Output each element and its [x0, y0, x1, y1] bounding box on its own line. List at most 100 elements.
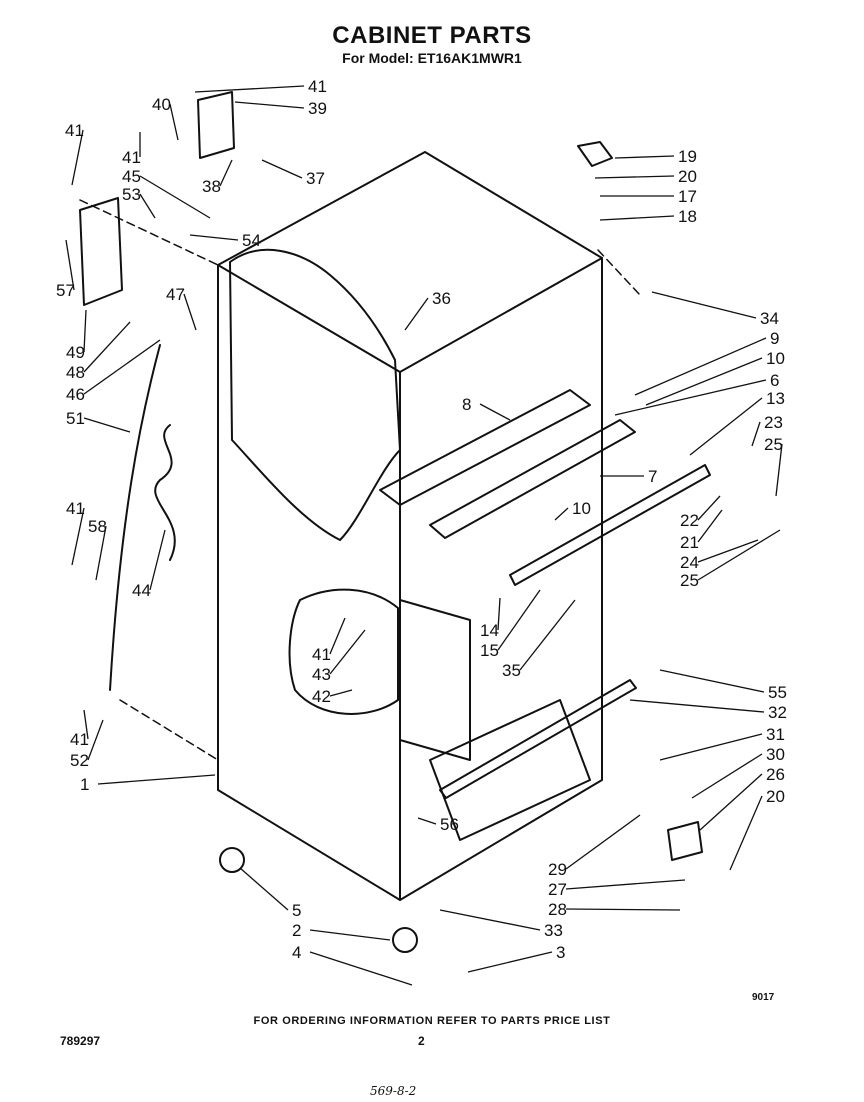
handwritten-note: 569-8-2: [370, 1084, 417, 1098]
leader-line: [697, 539, 759, 563]
leader-line: [565, 814, 641, 870]
leader-line: [614, 379, 767, 416]
part-callout-46: 46: [66, 385, 85, 404]
floor-frame: [429, 699, 591, 841]
leader-line: [699, 773, 763, 831]
control-box: [79, 197, 123, 306]
leader-line: [729, 795, 763, 871]
leader-line: [751, 421, 761, 447]
part-callout-5: 5: [292, 901, 301, 920]
part-callout-31: 31: [766, 725, 785, 744]
leader-line: [65, 239, 75, 291]
roller-5: [219, 847, 245, 873]
guide-line-c: [119, 699, 219, 761]
leader-line: [71, 129, 84, 186]
leader-line: [234, 101, 305, 109]
part-callout-35: 35: [502, 661, 521, 680]
part-callout-32: 32: [768, 703, 787, 722]
inner-panel: [399, 599, 471, 761]
part-callout-1: 1: [80, 775, 89, 794]
part-callout-57: 57: [56, 281, 75, 300]
part-callout-51: 51: [66, 409, 85, 428]
part-callout-58: 58: [88, 517, 107, 536]
part-callout-47: 47: [166, 285, 185, 304]
leader-line: [309, 951, 413, 986]
leader-line: [467, 951, 553, 973]
leader-line: [697, 509, 723, 543]
leader-line: [83, 309, 87, 353]
leader-line: [659, 669, 765, 693]
leader-line: [83, 417, 131, 433]
leader-line: [87, 719, 104, 761]
part-callout-3: 3: [556, 943, 565, 962]
page-number: 2: [418, 1034, 425, 1048]
part-callout-26: 26: [766, 765, 785, 784]
leader-line: [565, 879, 686, 890]
leader-line: [95, 525, 107, 581]
part-callout-53: 53: [122, 185, 141, 204]
part-callout-13: 13: [766, 389, 785, 408]
leader-line: [83, 339, 161, 395]
leader-line: [554, 507, 569, 521]
part-callout-52: 52: [70, 751, 89, 770]
leader-line: [439, 909, 541, 931]
part-callout-9: 9: [770, 329, 779, 348]
part-callout-34: 34: [760, 309, 779, 328]
part-callout-22: 22: [680, 511, 699, 530]
part-callout-24: 24: [680, 553, 699, 572]
part-callout-2: 2: [292, 921, 301, 940]
leader-line: [519, 599, 576, 671]
page-title: CABINET PARTS: [332, 22, 532, 49]
shelf-rail-front: [509, 464, 711, 586]
leader-line: [261, 159, 303, 179]
part-callout-41: 41: [65, 121, 84, 140]
leader-line: [97, 774, 216, 785]
power-cord: [154, 424, 176, 561]
part-callout-18: 18: [678, 207, 697, 226]
part-callout-27: 27: [548, 880, 567, 899]
guide-line-b: [597, 249, 641, 296]
leader-line: [697, 495, 721, 521]
part-callout-10: 10: [572, 499, 591, 518]
leader-line: [329, 629, 366, 675]
part-callout-41: 41: [66, 499, 85, 518]
leader-line: [634, 337, 767, 396]
ordering-note: FOR ORDERING INFORMATION REFER TO PARTS …: [253, 1015, 611, 1027]
part-callout-39: 39: [308, 99, 327, 118]
leader-line: [329, 689, 353, 697]
part-callout-42: 42: [312, 687, 331, 706]
part-callout-43: 43: [312, 665, 331, 684]
figure-code: 9017: [752, 992, 775, 1003]
leader-line: [139, 193, 156, 219]
leader-line: [149, 529, 166, 591]
part-callout-45: 45: [122, 167, 141, 186]
leader-line: [183, 293, 197, 331]
part-callout-20: 20: [678, 167, 697, 186]
leader-line: [239, 867, 289, 911]
part-callout-41: 41: [70, 730, 89, 749]
part-callout-19: 19: [678, 147, 697, 166]
part-callout-41: 41: [312, 645, 331, 664]
model-subtitle: For Model: ET16AK1MWR1: [342, 50, 522, 66]
leader-line: [497, 597, 501, 631]
leader-line: [404, 297, 429, 331]
leveling-bracket: [667, 821, 703, 861]
leader-line: [659, 733, 763, 761]
part-callout-29: 29: [548, 860, 567, 879]
part-callout-40: 40: [152, 95, 171, 114]
part-callout-7: 7: [648, 467, 657, 486]
leader-line: [651, 291, 757, 319]
hinge-cover: [577, 141, 613, 167]
part-callout-6: 6: [770, 371, 779, 390]
cutaway-lower: [288, 588, 399, 715]
part-callout-41: 41: [308, 77, 327, 96]
part-callout-38: 38: [202, 177, 221, 196]
leader-line: [629, 699, 765, 713]
leader-line: [691, 753, 763, 799]
leader-line: [479, 403, 511, 421]
leader-line: [599, 215, 675, 221]
part-callout-15: 15: [480, 641, 499, 660]
leader-line: [169, 103, 179, 141]
roller-2: [392, 927, 418, 953]
